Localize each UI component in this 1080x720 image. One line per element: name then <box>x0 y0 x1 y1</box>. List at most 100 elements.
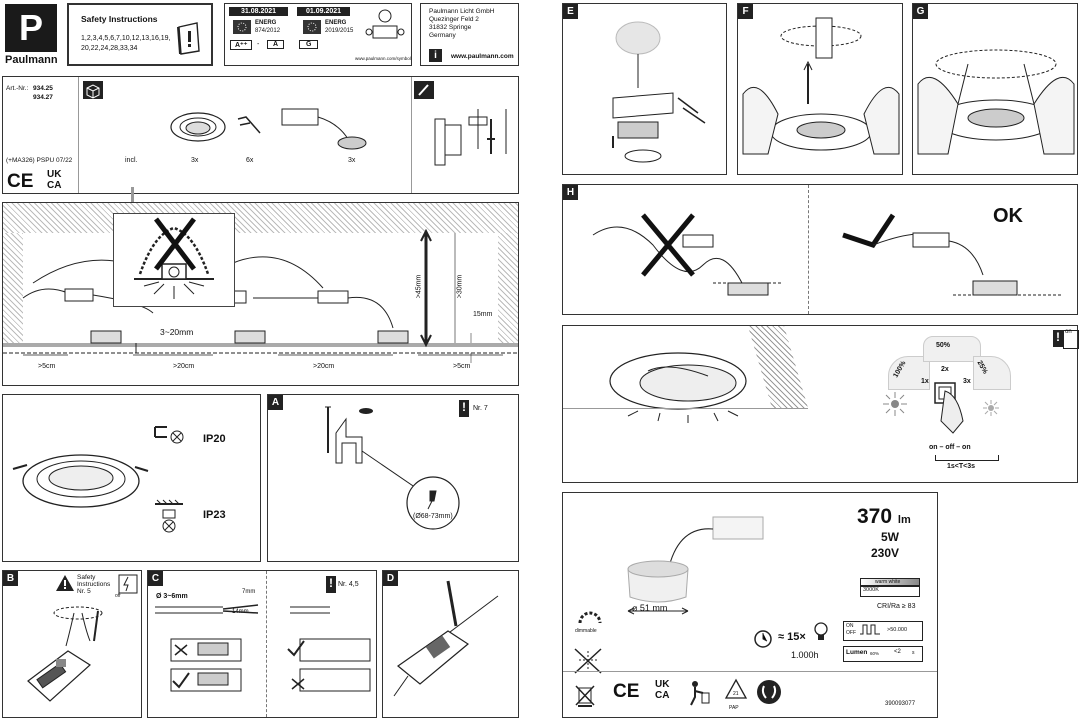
info-icon: i <box>429 49 442 62</box>
panel-b-s1: Safety <box>77 574 96 581</box>
lifetime-hours: 1.000h <box>791 650 819 660</box>
panel-divider <box>411 77 412 193</box>
energy-url: www.paulmann.com/symbol <box>355 56 411 61</box>
lift-module-illustration <box>742 17 900 155</box>
panel-b-s3: Nr. 5 <box>77 588 91 595</box>
panel-b-label: B <box>3 571 18 586</box>
pap-recycle-icon <box>724 678 748 699</box>
led-module-illustration <box>627 516 764 615</box>
panel-divider <box>78 77 79 193</box>
safety-pages-1: 1,2,3,4,5,6,7,10,12,13,16,19, <box>81 35 171 42</box>
light-dim-icon <box>983 400 999 416</box>
pap-number: 21 <box>733 691 739 697</box>
wattage: 5W <box>881 530 899 544</box>
ip23-label: IP23 <box>203 509 226 521</box>
dimmable-label: dimmable <box>575 628 597 634</box>
panel-g: G <box>912 3 1078 175</box>
on-switch-box <box>1063 330 1079 349</box>
bulb-icon <box>814 622 828 640</box>
ukca-mark-2-ca: CA <box>655 690 670 701</box>
company-line-3: 31832 Springe <box>429 24 472 31</box>
onoff-on: ON <box>846 623 854 629</box>
downlight-ring-illustration <box>12 454 149 508</box>
no-insulation-box <box>113 213 235 307</box>
ukca-mark-2-uk: UK <box>655 679 670 690</box>
logo-letter: P <box>18 7 43 48</box>
switch-sequence: on – off – on <box>929 444 971 451</box>
switch-cycles: ≈ 15× <box>778 631 806 643</box>
height-3: 15mm <box>473 311 493 318</box>
panel-b: B Safety Instructions Nr. 5 off <box>2 570 142 718</box>
energy-date-2: 01.09.2021 <box>297 7 351 16</box>
onoff-cycles: >50.000 <box>887 627 908 633</box>
voltage: 230V <box>871 546 900 560</box>
tools-illustration <box>434 109 507 166</box>
dist-2: >20cm <box>173 363 195 370</box>
ceiling-hatch <box>3 203 518 233</box>
ceiling-ip23-icon <box>155 499 183 533</box>
company-website: www.paulmann.com <box>451 53 514 60</box>
energy-class-g: G <box>299 40 319 49</box>
insert-ring-illustration <box>917 49 1075 155</box>
panel-b-s2: Instructions <box>77 581 111 588</box>
on-switch-badge: ! <box>1053 330 1063 347</box>
company-line-1: Paulmann Licht GmbH <box>429 8 495 15</box>
height-2: >30mm <box>456 274 464 299</box>
wrong-wiring-illustration <box>592 213 783 296</box>
on-label: on <box>1065 329 1072 335</box>
safety-instructions-box: Safety Instructions 1,2,3,4,5,6,7,10,12,… <box>67 3 213 66</box>
kelvin-box <box>860 585 920 597</box>
qty-clip: 6x <box>246 157 254 164</box>
panel-e: E <box>562 3 727 175</box>
lumen-label: Lumen <box>846 649 868 656</box>
energy-reg-1: 874/2012 <box>255 28 281 34</box>
clock-icon <box>754 630 772 648</box>
cri-value: CRI/Ra ≥ 83 <box>877 603 916 610</box>
dist-3: >20cm <box>313 363 335 370</box>
panel-e-label: E <box>563 4 578 19</box>
dimmer-baseline <box>563 408 808 409</box>
dimmer-25-arc <box>973 356 1011 390</box>
terminal-block-illustration <box>27 606 103 702</box>
panel-d-label: D <box>383 571 398 586</box>
dimmer-1x: 1x <box>921 378 929 385</box>
eu-flag-icon <box>233 20 251 34</box>
screwdriver-icon <box>414 81 434 99</box>
dimmable-icon <box>578 611 602 624</box>
hole-saw-illustration <box>325 406 460 530</box>
lumen-time-box <box>843 646 923 662</box>
dist-4: >5cm <box>453 363 471 370</box>
timing-bracket <box>935 455 999 461</box>
ceiling-board <box>3 343 518 347</box>
power-off-icon <box>118 574 138 594</box>
brand-name: Paulmann <box>5 54 58 66</box>
warm-white: warm white <box>875 579 901 585</box>
cable-diameter: Ø 3~6mm <box>156 593 188 600</box>
article-code: (+MA326) PSPU 07/22 <box>6 157 73 164</box>
energy-class-a: A⁺⁺ <box>230 40 253 50</box>
article-num-1: 934.25 <box>33 85 53 92</box>
energy-dash: - <box>257 41 260 48</box>
safety-pages-2: 20,22,24,28,33,34 <box>81 45 138 52</box>
ce-mark: CE <box>7 171 34 192</box>
strip-7mm: 7mm <box>242 589 256 595</box>
panel-h: H OK <box>562 184 1078 315</box>
spring-ring-part <box>170 112 226 142</box>
green-dot-icon <box>757 680 781 704</box>
specs-panel: ⌀ 51 mm 370 lm 5W 230V warm white 3000K … <box>562 492 938 718</box>
warning-icon-c: ! <box>326 576 336 593</box>
ce-mark-2: CE <box>613 681 640 702</box>
weee-bin-icon <box>575 685 595 707</box>
module-insert-illustration <box>612 21 706 163</box>
installation-diagram: 3~20mm >5cm >20cm >20cm >5cm >45mm >30mm… <box>2 202 519 386</box>
driver-module-part <box>281 108 367 150</box>
energy-date-1: 31.08.2021 <box>229 7 289 16</box>
hole-size: (Ø68-73mm) <box>413 513 453 520</box>
dimmer-panel: 100% 50% 25% 1x 2x 3x on – off – on 1s<T… <box>562 325 1079 483</box>
panel-c-label: C <box>148 571 163 586</box>
article-label: Art.-Nr.: <box>6 85 29 92</box>
correct-wiring-illustration <box>842 213 1063 296</box>
specs-divider <box>563 671 937 672</box>
height-1: >45mm <box>415 274 423 299</box>
dimmer-2x: 2x <box>941 366 949 373</box>
